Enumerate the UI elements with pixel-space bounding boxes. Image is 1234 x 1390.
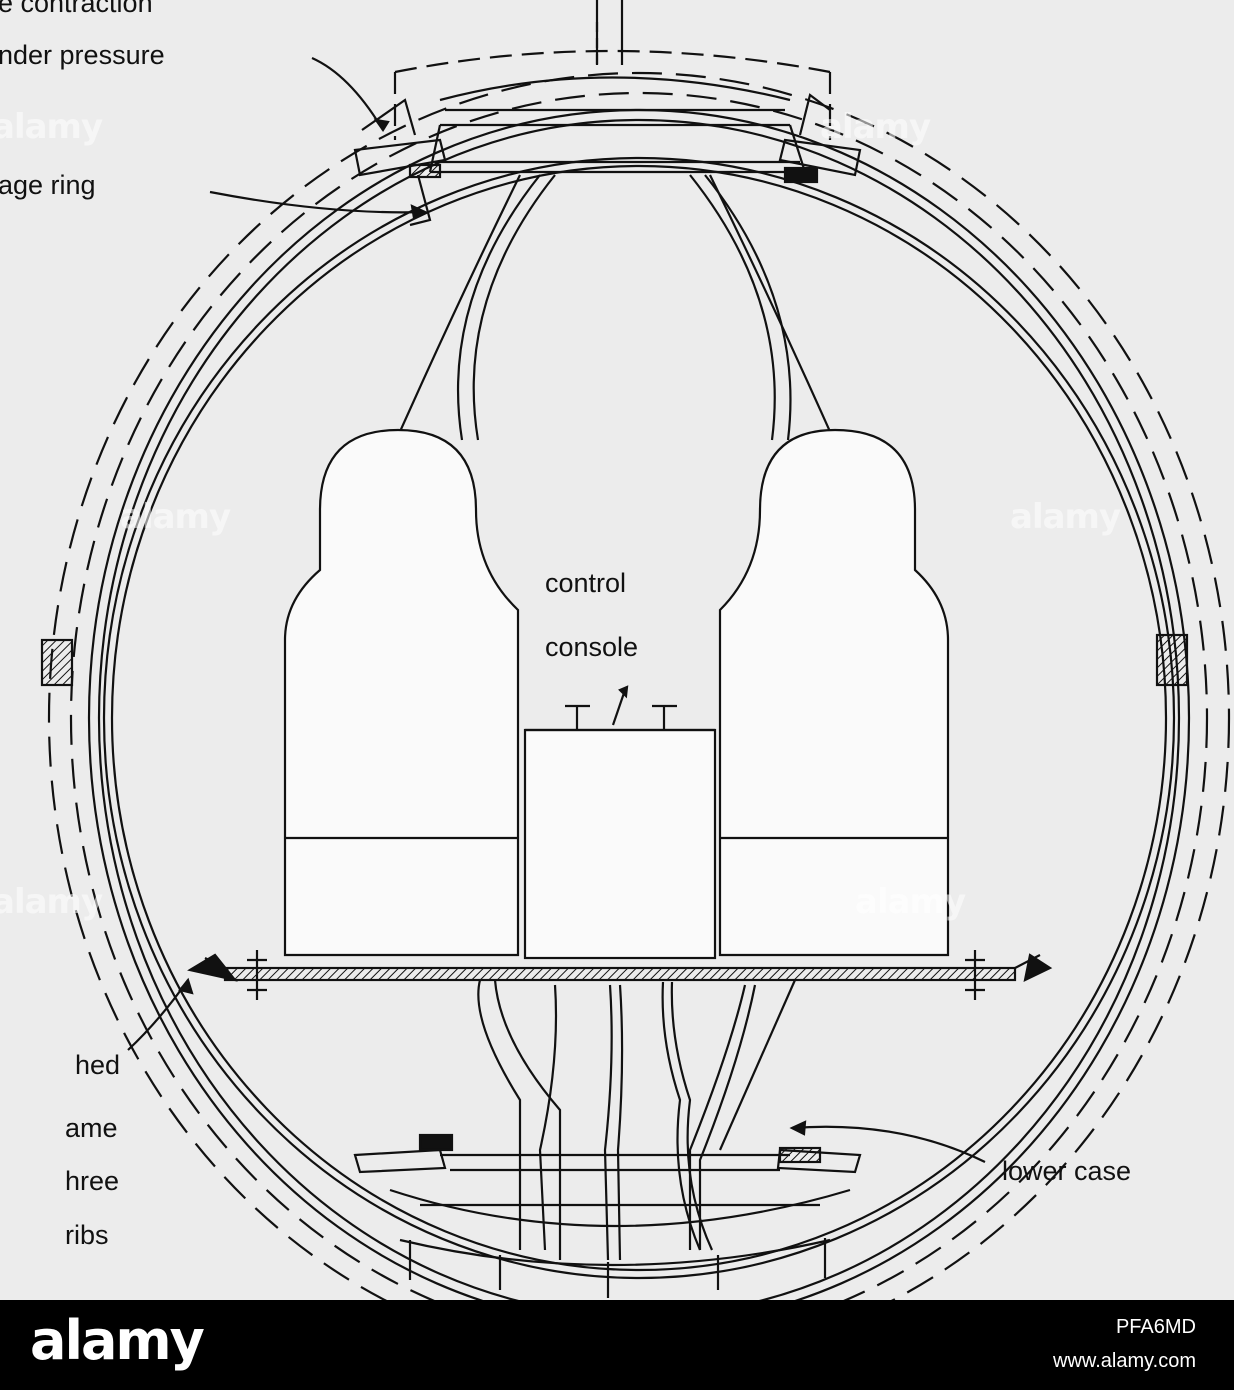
inner-frame-inner [110, 164, 1168, 1272]
top-seal-right [783, 166, 819, 184]
outer-envelope-dashed [48, 72, 1230, 1300]
watermark-text: alamy [120, 497, 231, 537]
bottom-hatch [389, 1153, 851, 1298]
sphere-cross-section-drawing [40, 0, 1230, 1300]
floor-plate [223, 966, 1017, 982]
watermark-text: alamy [820, 107, 931, 147]
hull-inner [98, 119, 1180, 1300]
label-frame-line4: ribs [65, 1220, 109, 1250]
label-frame-line2: ame [65, 1113, 118, 1143]
label-pressure-line2: nder pressure [0, 40, 165, 70]
bottom-seal-left [418, 1133, 454, 1152]
label-console-line1: control [545, 568, 627, 598]
stock-footer-bar: alamy PFA6MD www.alamy.com [0, 1300, 1234, 1390]
hull-outer [88, 109, 1190, 1300]
side-band-right [1155, 633, 1189, 687]
inner-frame [102, 156, 1176, 1280]
brand-logo: alamy [30, 1309, 205, 1372]
watermark-text: alamy [0, 882, 103, 922]
watermark-text: alamy [1010, 497, 1121, 537]
bottom-flange-left [353, 1148, 447, 1174]
label-ring: age ring [0, 170, 96, 200]
leader-lower-case [791, 1125, 986, 1163]
cables [477, 979, 797, 1261]
label-pressure-line1: e contraction [0, 0, 153, 18]
site-url: www.alamy.com [1053, 1350, 1196, 1372]
diagram-figure: e contraction nder pressure age ring con… [0, 0, 1234, 1300]
watermark-text: alamy [855, 882, 966, 922]
watermark-text: alamy [0, 107, 103, 147]
label-frame-line3: hree [65, 1166, 120, 1196]
floor-bolt-left [247, 950, 267, 1000]
leader-ring [209, 190, 426, 214]
top-hatch [393, 0, 832, 174]
bottom-seal-right [778, 1146, 822, 1164]
label-frame-line1: hed [75, 1050, 121, 1080]
right-tank [718, 428, 950, 957]
top-flange-left [353, 98, 447, 227]
image-id: PFA6MD [1115, 1316, 1196, 1338]
control-console [523, 728, 717, 960]
label-lower-case: lower case [1002, 1156, 1132, 1186]
second-envelope-dashed [70, 92, 1208, 1300]
bottom-flange-right [776, 1148, 862, 1174]
label-console-line2: console [545, 632, 639, 662]
top-flange-right [778, 93, 862, 177]
left-tank [283, 428, 520, 957]
floor-bolt-right [965, 950, 985, 1000]
side-band-left [40, 638, 74, 687]
leader-pressure [311, 56, 384, 131]
top-seal-left [408, 163, 442, 179]
